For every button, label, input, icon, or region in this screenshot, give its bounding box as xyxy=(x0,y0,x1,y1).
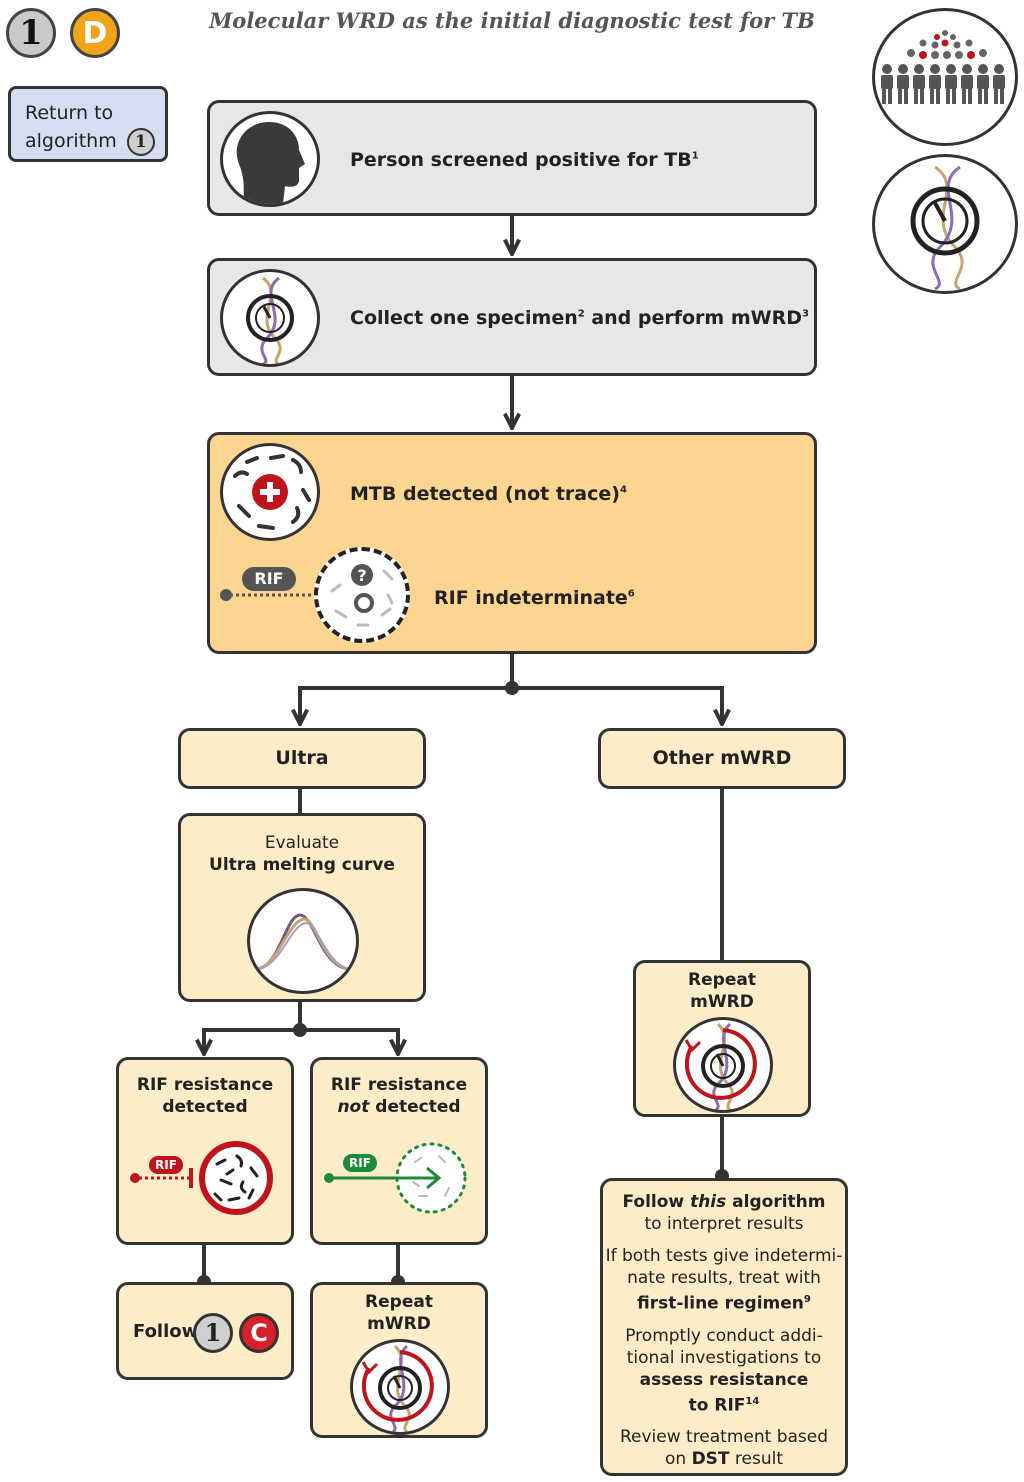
mtb-detected-text: MTB detected (not trace) xyxy=(350,483,620,505)
screened-positive-box: Person screened positive for TB1 xyxy=(207,100,817,216)
screened-text: Person screened positive for TB xyxy=(350,149,692,171)
final-p1-b: algorithm xyxy=(726,1192,826,1212)
page-title: Molecular WRD as the initial diagnostic … xyxy=(209,8,815,33)
ultra-repeat-line1: Repeat xyxy=(365,1292,433,1312)
final-p3-line1: Promptly conduct addi- xyxy=(625,1325,823,1346)
resistance-not-detected-line1: RIF resistance xyxy=(330,1075,468,1095)
collect-text-a: Collect one specimen xyxy=(350,307,578,329)
person-head-icon xyxy=(220,111,320,207)
melting-curve-label: Ultra melting curve xyxy=(209,855,395,875)
repeat-test-icon xyxy=(350,1339,450,1435)
other-mwrd-branch-label: Other mWRD xyxy=(598,728,846,789)
final-p3-footnote: 14 xyxy=(745,1395,760,1407)
final-p2-footnote: 9 xyxy=(803,1294,811,1305)
rif-blocked-icon xyxy=(130,1141,273,1215)
rif-resistance-not-detected-box: RIF resistance not detected RIF xyxy=(310,1057,488,1245)
population-icon xyxy=(872,8,1018,146)
final-p1-em: this xyxy=(690,1192,727,1212)
final-p4-pre: on xyxy=(664,1449,692,1470)
ultra-repeat-box: Repeat mWRD xyxy=(310,1282,488,1438)
final-p2-line1: If both tests give indetermi- xyxy=(605,1246,843,1266)
rif-red-tag: RIF xyxy=(149,1156,183,1174)
final-p2-bold: first-line regimen xyxy=(637,1293,804,1314)
screened-footnote: 1 xyxy=(691,150,699,162)
rif-dotted-line xyxy=(220,589,324,601)
resistance-not-detected-line2: detected xyxy=(369,1097,461,1117)
svg-text:?: ? xyxy=(357,566,366,585)
final-p4-post: result xyxy=(729,1449,784,1470)
return-label-line1: Return to xyxy=(25,102,114,124)
collect-specimen-box: Collect one specimen2 and perform mWRD3 xyxy=(207,258,817,376)
rif-resistance-detected-box: RIF resistance detected RIF xyxy=(116,1057,294,1245)
rif-tag: RIF xyxy=(242,567,296,591)
rif-footnote: 6 xyxy=(627,588,635,600)
rif-passing-icon xyxy=(324,1142,467,1214)
final-p3-line2: tional investigations to xyxy=(626,1347,822,1368)
resistance-detected-line2: detected xyxy=(162,1097,248,1117)
final-p3-bold1: assess resistance xyxy=(639,1369,809,1390)
mtb-positive-icon xyxy=(220,443,320,541)
final-p1-line2: to interpret results xyxy=(644,1214,804,1234)
algorithm-number-badge: 1 xyxy=(6,8,56,58)
return-algorithm-number: 1 xyxy=(126,127,155,156)
final-p4-bold: DST xyxy=(691,1449,730,1470)
final-p3-bold2: to RIF xyxy=(688,1395,746,1416)
follow-label: Follow xyxy=(133,1321,199,1342)
ultra-branch-label: Ultra xyxy=(178,728,426,789)
final-p4-line1: Review treatment based xyxy=(619,1427,829,1448)
mtb-footnote: 4 xyxy=(619,484,627,496)
final-p2-line2: nate results, treat with xyxy=(627,1268,821,1288)
melting-curve-icon xyxy=(247,888,359,994)
follow-algorithm-letter: C xyxy=(239,1313,279,1353)
final-p1-a: Follow xyxy=(622,1192,691,1212)
molecular-test-icon xyxy=(872,154,1018,294)
follow-algorithm-number: 1 xyxy=(193,1313,233,1353)
rif-green-tag: RIF xyxy=(343,1154,377,1172)
evaluate-label: Evaluate xyxy=(264,833,340,853)
mwrd-test-icon xyxy=(220,269,320,367)
test-result-box: MTB detected (not trace)4 RIF ? RIF inde… xyxy=(207,432,817,654)
follow-algorithm-box[interactable]: Follow 1 C xyxy=(116,1282,294,1380)
repeat-test-icon xyxy=(673,1017,773,1113)
rif-indeterminate-icon: ? xyxy=(314,547,410,643)
melting-curve-box: Evaluate Ultra melting curve xyxy=(178,813,426,1002)
other-repeat-box: Repeat mWRD xyxy=(633,960,811,1117)
final-instructions-box: Follow this algorithm to interpret resul… xyxy=(600,1178,848,1476)
algorithm-letter-badge: D xyxy=(70,8,120,58)
not-emphasis: not xyxy=(337,1097,370,1117)
other-repeat-line2: mWRD xyxy=(690,992,754,1012)
collect-footnote-a: 2 xyxy=(577,308,585,320)
resistance-detected-line1: RIF resistance xyxy=(136,1075,274,1095)
collect-footnote-b: 3 xyxy=(802,308,809,320)
other-repeat-line1: Repeat xyxy=(688,970,756,990)
ultra-repeat-line2: mWRD xyxy=(367,1314,431,1334)
rif-indeterminate-text: RIF indeterminate xyxy=(434,587,628,609)
return-to-algorithm-button[interactable]: Return to algorithm 1 xyxy=(8,86,168,162)
return-label-line2: algorithm xyxy=(25,130,117,152)
collect-text-b: and perform mWRD xyxy=(584,307,802,329)
